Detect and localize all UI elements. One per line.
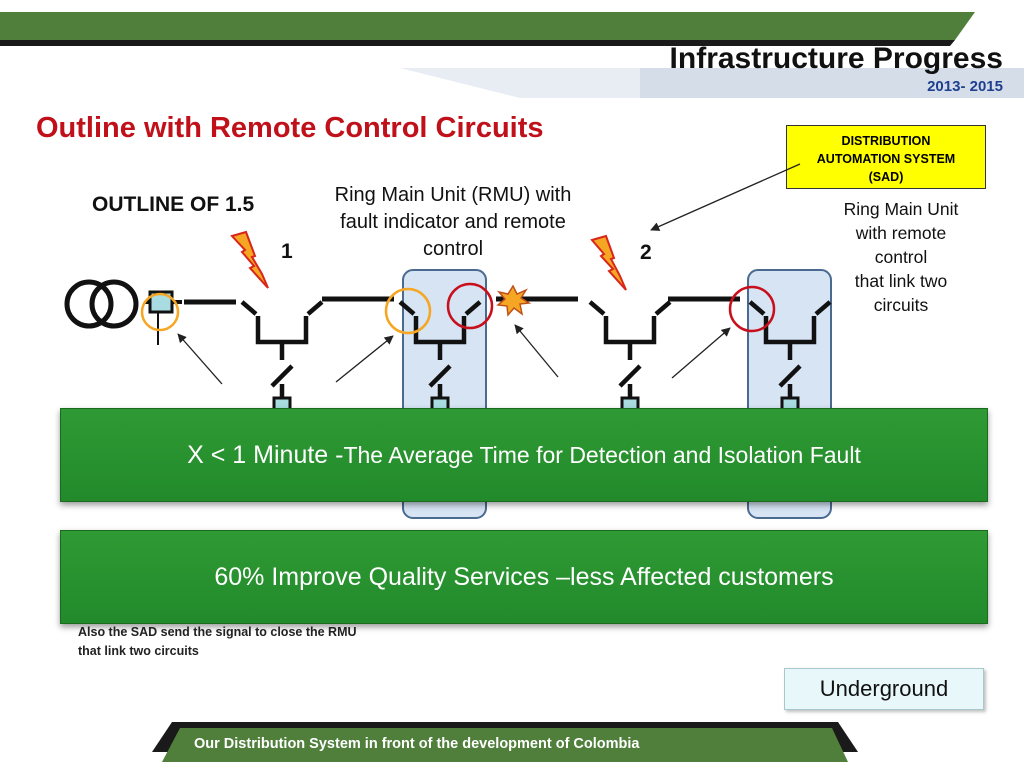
feeder-lines [184, 296, 740, 305]
right-description: Ring Main Unit with remote control that … [818, 197, 984, 317]
page-title: Outline with Remote Control Circuits [36, 112, 544, 144]
banner-detection-prefix: X < 1 Minute - [187, 440, 344, 469]
right-description-line: with remote [855, 223, 947, 243]
sad-box-line: (SAD) [868, 170, 904, 184]
sad-note-line: Also the SAD send the signal to close th… [78, 625, 357, 639]
sad-box-line: AUTOMATION SYSTEM [816, 152, 956, 166]
fault-spark-icon [496, 284, 532, 317]
marker-2: 2 [640, 241, 652, 264]
right-description-line: that link two [854, 271, 948, 291]
lightning-bolt-icon [590, 234, 627, 291]
quality-banner: 60% Improve Quality Services –less Affec… [60, 530, 988, 624]
rmu-description-line: fault indicator and remote [340, 211, 566, 233]
outline-label: OUTLINE OF 1.5 [92, 193, 255, 216]
transformer-icon [64, 279, 139, 329]
breaker-icon [145, 290, 182, 345]
banner-detection-text: The Average Time for Detection and Isola… [343, 441, 861, 468]
remote-control-highlight [728, 285, 776, 333]
right-description-line: circuits [873, 295, 929, 315]
slide-title: Infrastructure Progress [669, 42, 1003, 75]
slide-years: 2013- 2015 [927, 78, 1003, 95]
sad-note: Also the SAD send the signal to close th… [78, 623, 448, 661]
rmu-description: Ring Main Unit (RMU) with fault indicato… [308, 182, 598, 263]
underground-label: Underground [819, 676, 949, 701]
rmu-switch-symbol [588, 300, 672, 414]
header-band [0, 12, 1024, 98]
rmu-description-line: Ring Main Unit (RMU) with [334, 184, 572, 206]
fault-indicator-highlight [384, 287, 432, 335]
footer-text: Our Distribution System in front of the … [194, 736, 640, 752]
footer-band [152, 722, 858, 762]
underground-button[interactable]: Underground [784, 668, 984, 710]
rmu-switch-symbol [240, 300, 324, 414]
sad-box: DISTRIBUTION AUTOMATION SYSTEM (SAD) [786, 125, 986, 189]
sad-note-line: that link two circuits [78, 644, 199, 658]
right-description-line: Ring Main Unit [843, 199, 959, 219]
rmu-symbols [240, 300, 832, 414]
detection-time-banner: X < 1 Minute - The Average Time for Dete… [60, 408, 988, 502]
remote-control-highlight [446, 282, 494, 330]
right-description-line: control [874, 247, 928, 267]
sad-box-line: DISTRIBUTION [841, 134, 931, 148]
rmu-description-line: control [422, 238, 484, 260]
lightning-bolt-icon [230, 230, 269, 289]
banner-quality-text: 60% Improve Quality Services –less Affec… [214, 562, 834, 591]
fault-indicator-highlight [140, 292, 180, 332]
annotation-arrows [177, 163, 801, 385]
marker-1: 1 [281, 240, 293, 263]
